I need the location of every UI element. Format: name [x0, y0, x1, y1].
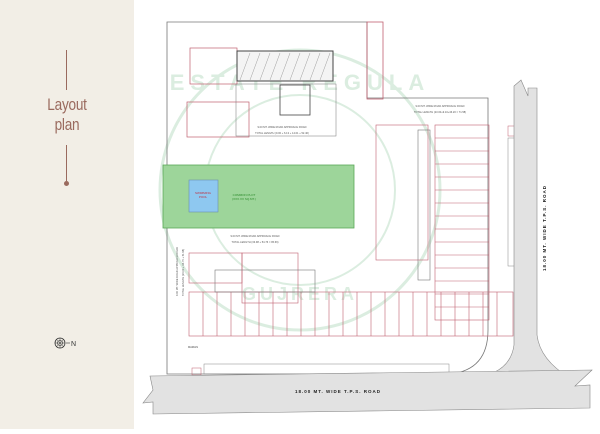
- svg-text:COMMON PLOT: COMMON PLOT: [233, 193, 256, 197]
- svg-text:18.00 MT. WIDE T.P.S. ROAD: 18.00 MT. WIDE T.P.S. ROAD: [542, 185, 547, 271]
- north-compass-icon: N: [54, 337, 76, 349]
- svg-text:9.00 MT. WIDE ROAD APPROACH RO: 9.00 MT. WIDE ROAD APPROACH ROAD: [257, 125, 306, 129]
- top-building-block: [186, 47, 337, 138]
- bottom-tps-road: [142, 369, 593, 415]
- svg-text:TOTAL LENGTH (9.00 + 6.13 + 14: TOTAL LENGTH (9.00 + 6.13 + 14.01 + 52.4…: [255, 131, 309, 135]
- title-panel: Layout plan N: [0, 0, 134, 429]
- svg-text:9.00 MT. WIDE ROAD APPROACH RO: 9.00 MT. WIDE ROAD APPROACH ROAD: [175, 247, 179, 296]
- svg-text:(XXX.XX SQ.MT.): (XXX.XX SQ.MT.): [232, 197, 256, 201]
- svg-text:TOTAL LENGTH (23.00+9.10+46.20: TOTAL LENGTH (23.00+9.10+46.20 = 71.58): [414, 110, 466, 114]
- svg-text:SWIMMING: SWIMMING: [195, 191, 212, 195]
- panel-title-line2: plan: [54, 115, 80, 134]
- svg-text:N: N: [71, 341, 76, 348]
- layout-plan-drawing: ESTATE REGULA GUJRERA 9.00 MT. WIDE ROAD…: [134, 0, 600, 429]
- svg-text:9.00 MT. WIDE ROAD APPROACH RO: 9.00 MT. WIDE ROAD APPROACH ROAD: [415, 104, 464, 108]
- svg-text:18.00 MT. WIDE T.P.S. ROAD: 18.00 MT. WIDE T.P.S. ROAD: [295, 389, 381, 394]
- svg-text:9.00 MT. WIDE ROAD APPROACH RO: 9.00 MT. WIDE ROAD APPROACH ROAD: [230, 234, 279, 238]
- title-end-dot: [64, 181, 69, 186]
- svg-text:MARGIN: MARGIN: [188, 346, 198, 349]
- svg-text:POOL: POOL: [199, 195, 208, 199]
- swimming-pool: [188, 179, 219, 213]
- title-bottom-divider: [66, 145, 67, 181]
- title-top-divider: [66, 50, 67, 90]
- panel-title-line1: Layout: [47, 95, 87, 114]
- site-plan-svg: ESTATE REGULA GUJRERA 9.00 MT. WIDE ROAD…: [142, 21, 593, 415]
- svg-text:TOTAL LENGTH (23.00 + 34.75 +: TOTAL LENGTH (23.00 + 34.75 + 51.98): [181, 249, 185, 296]
- corner-strip: [366, 21, 384, 100]
- right-shop-block: [375, 124, 490, 321]
- svg-text:TOTAL LENGTH (33.98 + 54.76 =: TOTAL LENGTH (33.98 + 54.76 = 95.66): [231, 240, 278, 244]
- lower-left-building: [188, 252, 514, 337]
- svg-text:GUJRERA: GUJRERA: [242, 284, 358, 304]
